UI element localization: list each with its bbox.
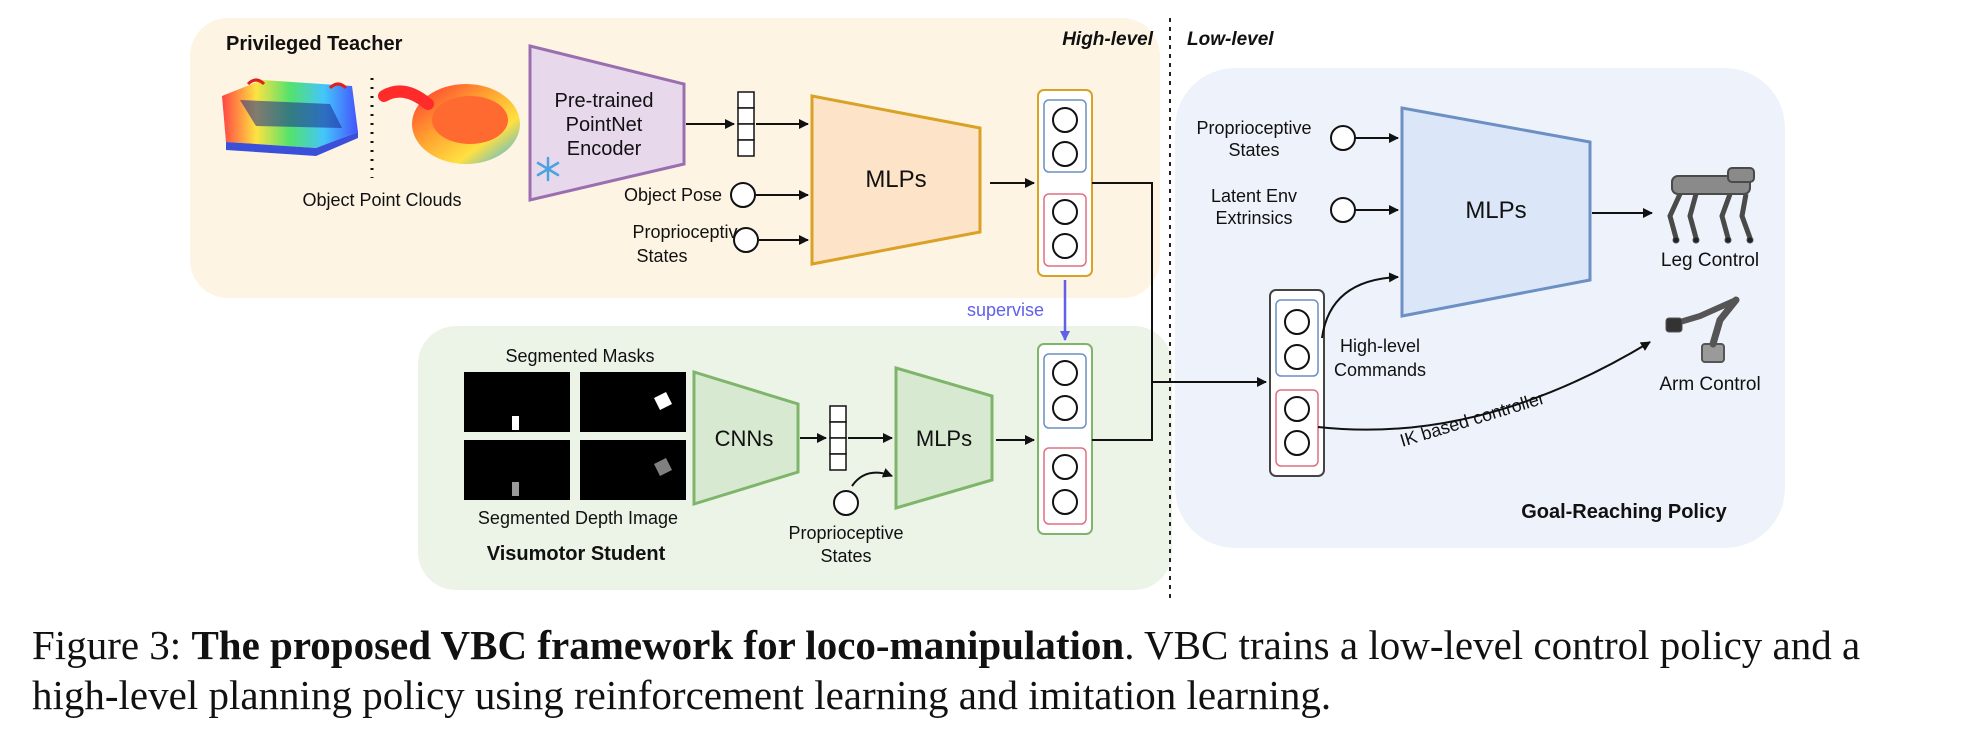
teacher-proprio-node [733,227,759,253]
caption-prefix: Figure 3: [32,622,192,668]
student-cnn [692,369,800,507]
teacher-mlp [810,94,982,266]
student-proprio-line-2: States [820,546,871,566]
leg-control-label: Leg Control [1661,250,1759,271]
policy-proprio-node [1330,125,1356,151]
student-latent-output [1037,343,1093,535]
teacher-mlp-label: MLPs [865,166,926,193]
point-cloud-pan-image [378,84,520,164]
teacher-feature-vector [737,91,755,157]
teacher-title: Privileged Teacher [226,33,403,55]
depth-label: Segmented Depth Image [478,508,678,528]
policy-proprio-line-2: States [1228,140,1279,160]
point-clouds-label: Object Point Clouds [302,190,461,210]
latent-line-1: Latent Env [1211,186,1297,206]
pointnet-encoder [528,44,686,202]
student-feature-vector [829,405,847,471]
policy-mlp-label: MLPs [1465,197,1526,224]
student-proprio-arrow [851,468,893,487]
latent-line-2: Extrinsics [1215,208,1292,228]
arm-control-label: Arm Control [1659,374,1760,395]
low-level-label: Low-level [1187,29,1274,50]
robot-arm-icon [1665,296,1740,363]
point-cloud-box-image [222,78,358,156]
commands-line-2: Commands [1334,360,1426,380]
ik-arrow [1317,341,1651,431]
student-proprio-node [833,490,859,516]
object-pose-node [730,182,756,208]
figure-caption: Figure 3: The proposed VBC framework for… [32,620,1942,720]
merge-line [1092,182,1153,441]
masks-label: Segmented Masks [505,346,654,366]
caption-rest: . VBC trains a low-level control policy … [32,622,1861,718]
encoder-line-3: Encoder [567,138,642,160]
cnn-label: CNNs [715,426,774,451]
student-mlp [894,366,994,510]
segmented-images [464,372,686,500]
policy-title: Goal-Reaching Policy [1521,501,1727,523]
high-level-commands [1269,289,1325,477]
policy-mlp [1400,106,1592,318]
policy-proprio-line-1: Proprioceptive [1196,118,1311,138]
snowflake-icon [536,156,560,182]
student-title: Visumotor Student [487,543,666,565]
high-level-label: High-level [1062,29,1154,50]
student-proprio-line-1: Proprioceptive [788,523,903,543]
latent-node [1330,197,1356,223]
encoder-line-1: Pre-trained [555,90,654,112]
teacher-latent-output [1037,89,1093,277]
student-mlp-label: MLPs [916,426,972,451]
object-pose-label: Object Pose [624,185,722,205]
teacher-proprio-line-2: States [636,246,687,266]
supervise-label: supervise [967,300,1044,320]
teacher-proprio-line-1: Proprioceptive [632,222,747,242]
diagram: High-level Low-level Privileged Teacher … [190,18,1785,600]
robot-dog-icon [1667,167,1755,244]
encoder-line-2: PointNet [566,114,643,136]
commands-line-1: High-level [1340,336,1420,356]
commands-to-mlp-arrow [1321,272,1399,339]
caption-bold: The proposed VBC framework for loco-mani… [191,622,1125,668]
